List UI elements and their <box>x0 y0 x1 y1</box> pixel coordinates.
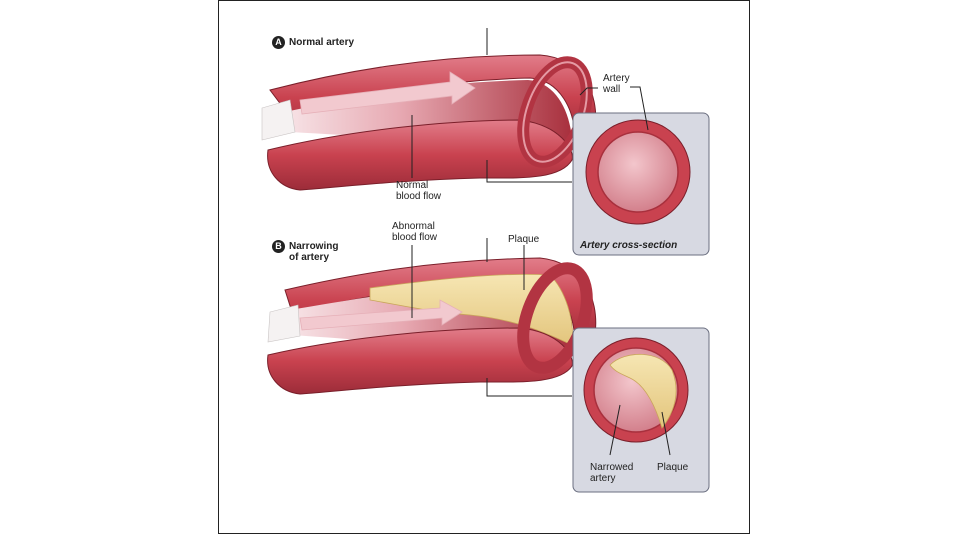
panel-a-badge: A <box>272 36 285 49</box>
narrowed-artery-illustration <box>267 257 597 395</box>
cross-section-inset-a <box>572 112 710 256</box>
artery-wall-label: Artery wall <box>603 73 630 95</box>
normal-artery-illustration <box>261 54 597 191</box>
panel-a-title: Normal artery <box>289 37 355 48</box>
cross-section-inset-b <box>572 327 710 493</box>
cross-section-caption: Artery cross-section <box>580 240 678 251</box>
normal-blood-flow-label: Normal blood flow <box>396 180 442 202</box>
leader-lines-a <box>411 28 649 183</box>
leader-lines-b <box>411 238 671 456</box>
narrowed-artery-label: Narrowed artery <box>590 462 634 484</box>
plaque-inset-label: Plaque <box>657 462 689 473</box>
panel-b-badge: B <box>272 240 285 253</box>
abnormal-blood-flow-label: Abnormal blood flow <box>392 221 438 243</box>
panel-b-title: Narrowing of artery <box>289 241 339 263</box>
plaque-label: Plaque <box>508 234 540 245</box>
